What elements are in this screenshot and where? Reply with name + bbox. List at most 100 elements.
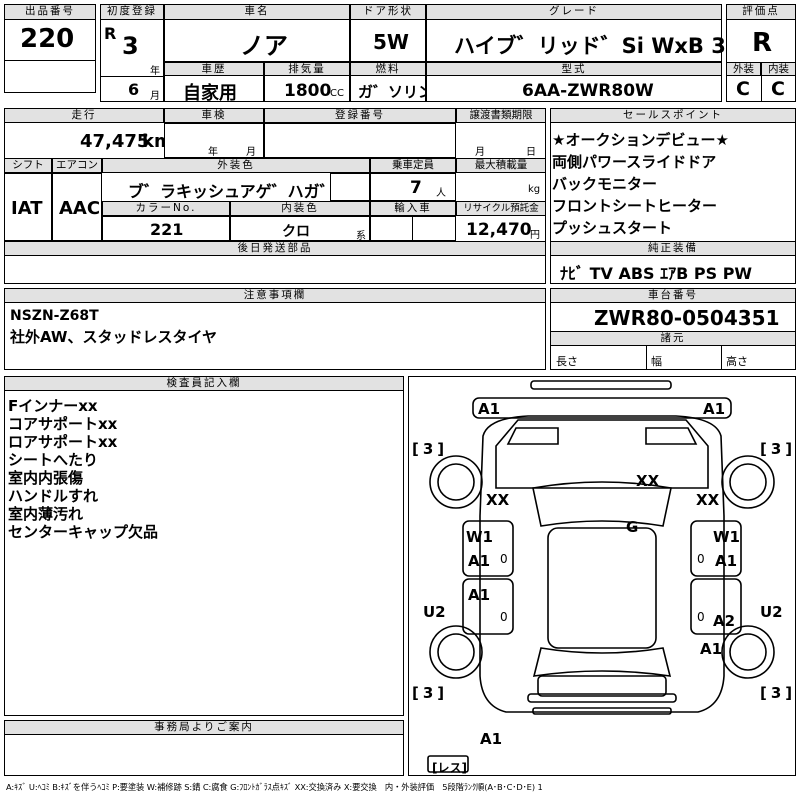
mark-zero-right-rear: 0: [697, 610, 705, 624]
color-no-label: カラーNo.: [102, 201, 230, 216]
year-unit: 年: [150, 66, 160, 77]
rear-bumper-outline: [527, 693, 677, 703]
displacement-value: 1800: [284, 81, 332, 101]
doors-label: ドア形状: [350, 4, 426, 20]
notes-line: 社外AW、スタッドレスタイヤ: [10, 328, 218, 346]
fuel-label: 燃料: [350, 62, 426, 76]
ac-label: エアコン: [52, 158, 102, 173]
ac-value: AAC: [59, 198, 101, 219]
length-label: 長さ: [556, 355, 578, 368]
first-reg-box: [100, 4, 164, 102]
doors-value: 5W: [373, 30, 409, 54]
front-spoiler-outline: [472, 397, 732, 419]
dims-div-2: [721, 346, 722, 370]
office-label: 事務局よりご案内: [4, 720, 404, 735]
import-label: 輸入車: [370, 201, 456, 216]
color-no-cell: [102, 216, 230, 241]
mark-a1-left-front-door: A1: [468, 552, 491, 570]
wheel-rear-left: [429, 625, 483, 679]
shift-value: IAT: [11, 198, 43, 219]
notes-label: 注意事項欄: [4, 288, 546, 303]
transfer-day-unit: 日: [526, 147, 536, 158]
fuel-value: ガ゛ソリン: [358, 83, 434, 101]
recycle-unit: 円: [530, 230, 540, 241]
reg-no-cell: [264, 123, 456, 158]
mark-w1-left: W1: [466, 528, 493, 546]
rear-bumper-strip: [532, 707, 672, 715]
max-load-unit: kg: [528, 184, 541, 195]
body-outline: [479, 415, 725, 713]
month-value: 6: [128, 80, 140, 99]
era-letter: R: [104, 24, 117, 43]
int-color-cell: [230, 216, 370, 241]
roof-outline: [547, 527, 657, 649]
mark-xx-hood: XX: [636, 472, 660, 490]
interior-label: 内装: [761, 62, 796, 76]
mark-zero-right: 0: [697, 552, 705, 566]
inspection-cell: [164, 123, 264, 158]
selling-point-item: バックモニター: [552, 175, 658, 193]
transfer-month-unit: 月: [475, 147, 485, 158]
spare-label: [レス]: [432, 761, 467, 775]
recycle-label: リサイクル預託金: [456, 201, 546, 216]
displacement-label: 排気量: [264, 62, 350, 76]
tire-fr-value: 3: [770, 440, 782, 458]
exterior-label: 外装: [726, 62, 761, 76]
notes-line: NSZN-Z68T: [10, 308, 99, 324]
mark-a1-right-quarter: A1: [700, 640, 723, 658]
lot-sub-divider: [4, 60, 96, 61]
inspector-line: 室内薄汚れ: [8, 505, 84, 523]
exterior-value: C: [736, 78, 750, 100]
mark-g-roof: G: [626, 518, 639, 536]
tire-rr-value: 3: [770, 684, 782, 702]
inspector-line: Fインナーxx: [8, 397, 98, 415]
inspector-line: ハンドルすれ: [8, 487, 99, 505]
later-parts-label: 後日発送部品: [4, 241, 546, 256]
car-name-label: 車名: [164, 4, 350, 20]
color-no-value: 221: [150, 220, 184, 239]
hood-outline: [495, 419, 709, 489]
door-rear-right-outline: [690, 578, 742, 635]
mark-zero-left-rear: 0: [500, 610, 508, 624]
inspection-year-unit: 年: [208, 147, 218, 158]
ac-cell: [52, 173, 102, 241]
transfer-label: 譲渡書類期限: [456, 108, 546, 123]
car-name-value: ノア: [240, 32, 288, 60]
legend-text: A:ｷｽﾞ U:ﾍｺﾐ B:ｷｽﾞを伴うﾍｺﾐ P:要塗装 W:補修跡 S:錆 …: [6, 782, 543, 792]
mark-u2-right: U2: [760, 603, 783, 621]
inspector-line: センターキャップ欠品: [8, 523, 159, 541]
inspection-label: 車検: [164, 108, 264, 123]
interior-value: C: [771, 78, 785, 100]
inspector-line: シートへたり: [8, 451, 99, 469]
headlight-right: [645, 427, 698, 445]
import-cell: [370, 216, 456, 241]
rear-window-outline: [532, 647, 672, 677]
score-value: R: [752, 28, 773, 58]
selling-point-item: 両側パワースライドドア: [552, 153, 717, 171]
height-label: 高さ: [726, 355, 748, 368]
displacement-unit: CC: [330, 88, 344, 99]
wheel-rear-right-inner: [729, 633, 767, 671]
mark-xx-right: XX: [696, 491, 720, 509]
history-value: 自家用: [183, 83, 237, 104]
capacity-value: 7: [410, 178, 422, 198]
windshield-outline: [532, 481, 672, 527]
inspector-line: コアサポートxx: [8, 415, 118, 433]
history-label: 車歴: [164, 62, 264, 76]
spare-tire-box: [427, 755, 469, 773]
recycle-value: 12,470: [466, 220, 532, 240]
equipment-label: 純正装備: [550, 241, 796, 256]
int-color-value: クロ: [282, 224, 310, 240]
mark-a1-top-left: A1: [478, 400, 501, 418]
int-color-label: 内装色: [230, 201, 370, 216]
import-sub: [412, 216, 413, 241]
first-reg-label: 初度登録: [100, 4, 164, 20]
equipment-value: ﾅﾋﾞ TV ABS ｴｱB PS PW: [560, 264, 753, 283]
ext-color-label: 外装色: [102, 158, 370, 173]
capacity-unit: 人: [436, 188, 446, 199]
grade-value: ハイブ゛リッド゛Si WxB 3: [454, 34, 726, 58]
reg-no-label: 登録番号: [264, 108, 456, 123]
year-value: 3: [122, 32, 139, 60]
mark-zero-left: 0: [500, 552, 508, 566]
shift-cell: [4, 173, 52, 241]
